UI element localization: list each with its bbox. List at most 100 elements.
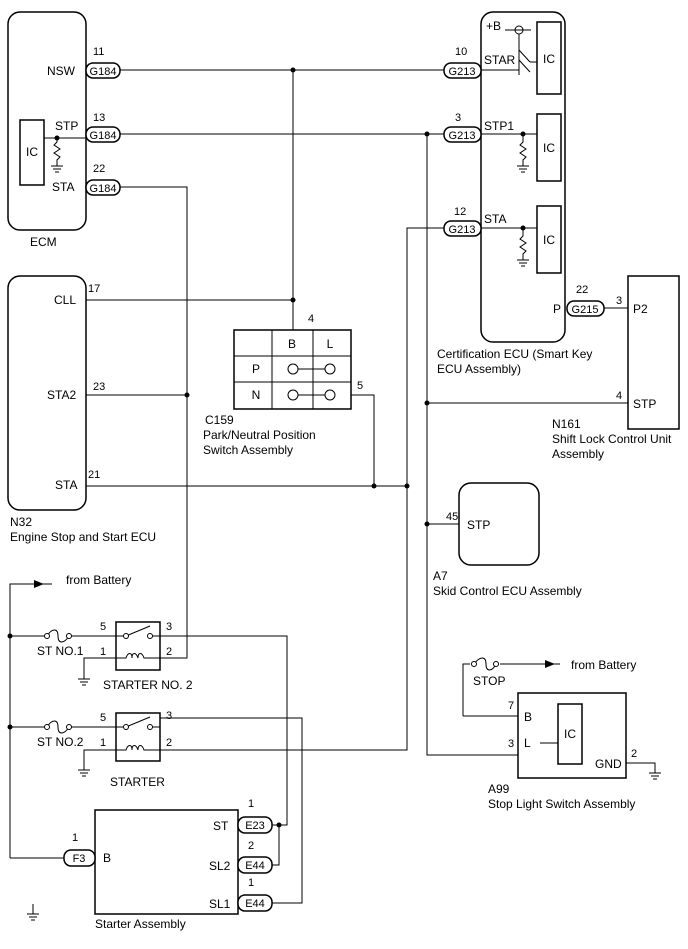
relay-st-pin2: 2 xyxy=(166,737,172,749)
ecm-stp-resistor xyxy=(44,135,86,173)
starter-sl1-conn xyxy=(237,894,273,912)
starter-st-conn-label: E23 xyxy=(245,820,265,832)
cert-ecu-name-1: Certification ECU (Smart Key xyxy=(437,347,592,361)
stop-light-pin-l-label: L xyxy=(524,736,531,750)
cert-pin-sta-label: STA xyxy=(484,212,506,226)
relay-st-name: STARTER xyxy=(110,775,165,789)
cert-ic-1 xyxy=(536,21,562,95)
starter-sl2-conn-label: E44 xyxy=(245,860,265,872)
shift-lock-pin-p2-label: P2 xyxy=(633,302,648,316)
stop-light-pin-b-no: 7 xyxy=(508,700,514,712)
pnp-switch-table xyxy=(233,329,352,410)
essecu-box xyxy=(7,275,87,511)
skid-name: Skid Control ECU Assembly xyxy=(433,584,582,598)
ecm-ic-label: IC xyxy=(26,145,38,159)
cert-ic-2 xyxy=(536,113,562,182)
battery-arrow-head-left xyxy=(34,580,44,588)
stop-fuse-label: STOP xyxy=(473,674,505,688)
cert-stp1-resistor xyxy=(481,131,537,173)
relay-starter xyxy=(115,712,176,762)
cert-ic-1-label: IC xyxy=(543,52,555,66)
skid-code: A7 xyxy=(433,569,448,583)
starter-sl1-no: 1 xyxy=(248,877,254,889)
starter-assy-box xyxy=(94,809,239,915)
cert-pin-p-no: 22 xyxy=(576,284,588,296)
cert-supply-label: +B xyxy=(486,19,501,33)
essecu-pin-sta2-no: 23 xyxy=(93,381,105,393)
ecm-pin-sta-no: 22 xyxy=(93,163,105,175)
relay-st-pin1: 1 xyxy=(100,737,106,749)
cert-pin-p-label: P xyxy=(553,302,561,316)
ecm-name: ECM xyxy=(30,235,57,249)
essecu-pin-cll-label: CLL xyxy=(54,293,76,307)
essecu-pin-sta-no: 21 xyxy=(88,469,100,481)
ecm-pin-nsw-no: 11 xyxy=(93,46,104,58)
wires-upper xyxy=(86,67,628,756)
pnp-row-p: P xyxy=(252,362,260,376)
pnp-row-n: N xyxy=(252,388,261,402)
battery-label-left: from Battery xyxy=(66,573,131,587)
cert-ic-3 xyxy=(536,205,562,274)
cert-ecu-name-2: ECU Assembly) xyxy=(437,362,521,376)
shift-lock-code: N161 xyxy=(552,417,581,431)
relay-no2-name: STARTER NO. 2 xyxy=(103,678,193,692)
stop-fuse xyxy=(473,657,497,671)
stop-light-code: A99 xyxy=(488,782,510,796)
shift-lock-name-1: Shift Lock Control Unit xyxy=(552,432,672,446)
ecm-pin-nsw-conn-label: G184 xyxy=(90,66,117,78)
stop-light-ic-box xyxy=(557,703,583,765)
pnp-code: C159 xyxy=(205,413,234,427)
shift-lock-box xyxy=(627,275,680,430)
starter-sl2-label: SL2 xyxy=(209,859,231,873)
starter-st-no: 1 xyxy=(248,798,254,810)
starter-assy-name: Starter Assembly xyxy=(95,917,186,931)
starter-b-conn-label: F3 xyxy=(73,853,86,865)
fuse-st-no2-label: ST NO.2 xyxy=(37,735,84,749)
fuse-st-no1-label: ST NO.1 xyxy=(37,644,84,658)
ecm-pin-stp-no: 13 xyxy=(93,112,105,124)
relay-st-pin3: 3 xyxy=(166,710,172,722)
essecu-pin-cll-no: 17 xyxy=(88,283,100,295)
pnp-name-1: Park/Neutral Position xyxy=(203,428,316,442)
stop-light-pin-b-label: B xyxy=(524,710,532,724)
starter-sl2-no: 2 xyxy=(248,840,254,852)
cert-pin-sta-conn-label: G213 xyxy=(449,224,476,236)
relay-no2-pin5: 5 xyxy=(100,621,106,633)
cert-pin-star-no: 10 xyxy=(455,46,467,58)
starter-sl1-label: SL1 xyxy=(209,897,231,911)
wires-relays xyxy=(7,633,303,921)
cert-pin-star-conn-label: G213 xyxy=(449,66,476,78)
stop-light-pin-l-no: 3 xyxy=(508,738,514,750)
starter-st-label: ST xyxy=(213,819,229,833)
starter-b-no: 1 xyxy=(72,832,78,844)
pnp-col-b: B xyxy=(288,337,296,351)
stop-light-pin-gnd-no: 2 xyxy=(631,748,637,760)
ecm-pin-nsw-label: NSW xyxy=(47,64,76,78)
pnp-col-l: L xyxy=(327,337,334,351)
cert-sta-resistor xyxy=(481,225,537,267)
relay-no2-pin1: 1 xyxy=(100,646,106,658)
stop-light-arrow-head xyxy=(545,660,555,668)
skid-pin-label: STP xyxy=(467,518,490,532)
cert-pin-stp1-label: STP1 xyxy=(484,119,514,133)
stop-light-pin-gnd-label: GND xyxy=(595,757,622,771)
starter-st-conn xyxy=(237,816,273,834)
ecm-pin-stp-label: STP xyxy=(55,119,78,133)
stop-light-ic-label: IC xyxy=(564,727,576,741)
shift-lock-pin-stp-no: 4 xyxy=(616,390,622,402)
starter-sl2-conn xyxy=(237,856,273,874)
fuse-st-no1 xyxy=(46,629,70,643)
ecm-pin-sta-label: STA xyxy=(52,180,74,194)
relay-no2-pin3: 3 xyxy=(166,621,172,633)
cert-pin-stp1-conn-label: G213 xyxy=(449,130,476,142)
shift-lock-pin-p2-no: 3 xyxy=(616,295,622,307)
stop-light-name: Stop Light Switch Assembly xyxy=(488,797,635,811)
essecu-pin-sta2-label: STA2 xyxy=(47,388,76,402)
cert-ic-3-label: IC xyxy=(543,233,555,247)
stop-light-ground xyxy=(626,762,661,780)
pnp-pin-right: 5 xyxy=(357,380,363,392)
cert-pin-stp1-no: 3 xyxy=(455,112,461,124)
ecm-ic-box xyxy=(19,119,45,186)
pnp-name-2: Switch Assembly xyxy=(203,443,293,457)
